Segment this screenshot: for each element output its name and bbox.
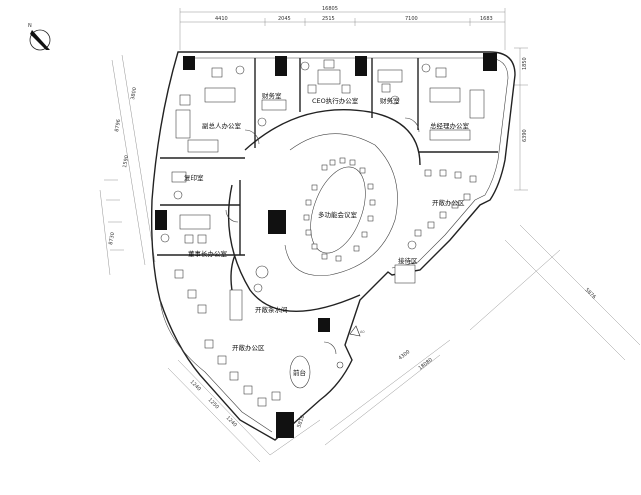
- chair: [367, 183, 374, 190]
- column: [183, 56, 195, 70]
- chair: [321, 164, 328, 171]
- chair: [361, 231, 368, 238]
- column: [483, 53, 497, 71]
- chair: [305, 199, 312, 206]
- dim-bottom-2: 1250: [207, 397, 220, 410]
- label-finance-room: 财务室: [262, 91, 282, 100]
- dim-top-5: 1683: [480, 16, 493, 22]
- column: [268, 210, 286, 234]
- label-conference-room: 多功能会议室: [318, 210, 358, 219]
- building-outline: [150, 51, 516, 441]
- dim-bottom-4: 5810: [296, 415, 306, 429]
- right-dimension-chain: 1850 6390: [514, 47, 528, 191]
- room-labels: 副总人办公室 财务室 CEO执行办公室 财务室 总经理办公室 复印室 多功能会议…: [184, 91, 470, 377]
- conference-chairs: [303, 157, 376, 262]
- north-label: N: [28, 23, 32, 29]
- dim-top-1: 4410: [215, 16, 228, 22]
- top-dimension-chain: 16805 4410 2045 2515 7100 1683: [179, 6, 506, 50]
- north-arrow-icon: N: [28, 23, 51, 51]
- dim-top-3: 2515: [322, 16, 335, 22]
- label-reception: 接待区: [398, 256, 418, 265]
- chair: [367, 215, 374, 222]
- dim-bottom-3: 1240: [225, 415, 238, 428]
- column: [275, 56, 287, 76]
- chair: [329, 159, 336, 166]
- column: [276, 412, 294, 438]
- label-ceo-office: CEO执行办公室: [312, 96, 359, 105]
- chair: [339, 157, 346, 164]
- diagonal-dimension-chain: 5876 4300 18080: [324, 224, 641, 446]
- dim-right-2: 6390: [522, 129, 528, 142]
- dim-top-2: 2045: [278, 16, 291, 22]
- label-accounting-room: 财务室: [380, 96, 400, 105]
- door-marker: A0: [349, 325, 365, 337]
- label-copy-room: 复印室: [184, 173, 204, 182]
- dim-left-3: 1590: [122, 155, 130, 169]
- column: [355, 56, 367, 76]
- chair: [349, 159, 356, 166]
- label-assistant-office: 副总人办公室: [202, 121, 242, 130]
- column: [318, 318, 330, 332]
- interior-walls: [157, 58, 498, 321]
- label-gm-office: 总经理办公室: [430, 121, 470, 130]
- chair: [353, 245, 360, 252]
- dim-diagonal: 5876: [584, 287, 597, 300]
- office-furniture: [160, 59, 485, 407]
- column: [155, 210, 167, 230]
- dim-left-4: 8730: [108, 232, 116, 246]
- conference-area: [284, 133, 398, 276]
- dim-bottom-6: 18080: [418, 357, 434, 372]
- chair: [369, 199, 376, 206]
- chair: [335, 255, 342, 262]
- chair: [305, 229, 312, 236]
- dim-left-2: 8796: [114, 119, 122, 133]
- left-dimension-chain: 3800 8796 1590 8730: [99, 54, 156, 276]
- structural-columns: [155, 53, 497, 438]
- chair: [311, 184, 318, 191]
- chair: [303, 214, 310, 221]
- dim-bottom-5: 4300: [398, 349, 412, 362]
- label-chairman-office: 董事长办公室: [188, 249, 228, 258]
- dim-bottom-1: 1240: [189, 379, 202, 392]
- dim-left-1: 3800: [130, 87, 138, 101]
- chair: [311, 243, 318, 250]
- label-front-desk: 前台: [293, 368, 306, 377]
- label-pantry: 开敞茶水间: [255, 305, 288, 314]
- label-open-office-right: 开敞办公区: [432, 198, 465, 207]
- chair: [321, 253, 328, 260]
- door-swings: [225, 117, 420, 355]
- chair: [359, 167, 366, 174]
- dim-top-4: 7100: [405, 16, 418, 22]
- door-marker-label: A0: [360, 330, 365, 334]
- label-open-office-left: 开敞办公区: [232, 343, 265, 352]
- dim-overall: 16805: [322, 6, 338, 12]
- dim-right-1: 1850: [522, 57, 528, 70]
